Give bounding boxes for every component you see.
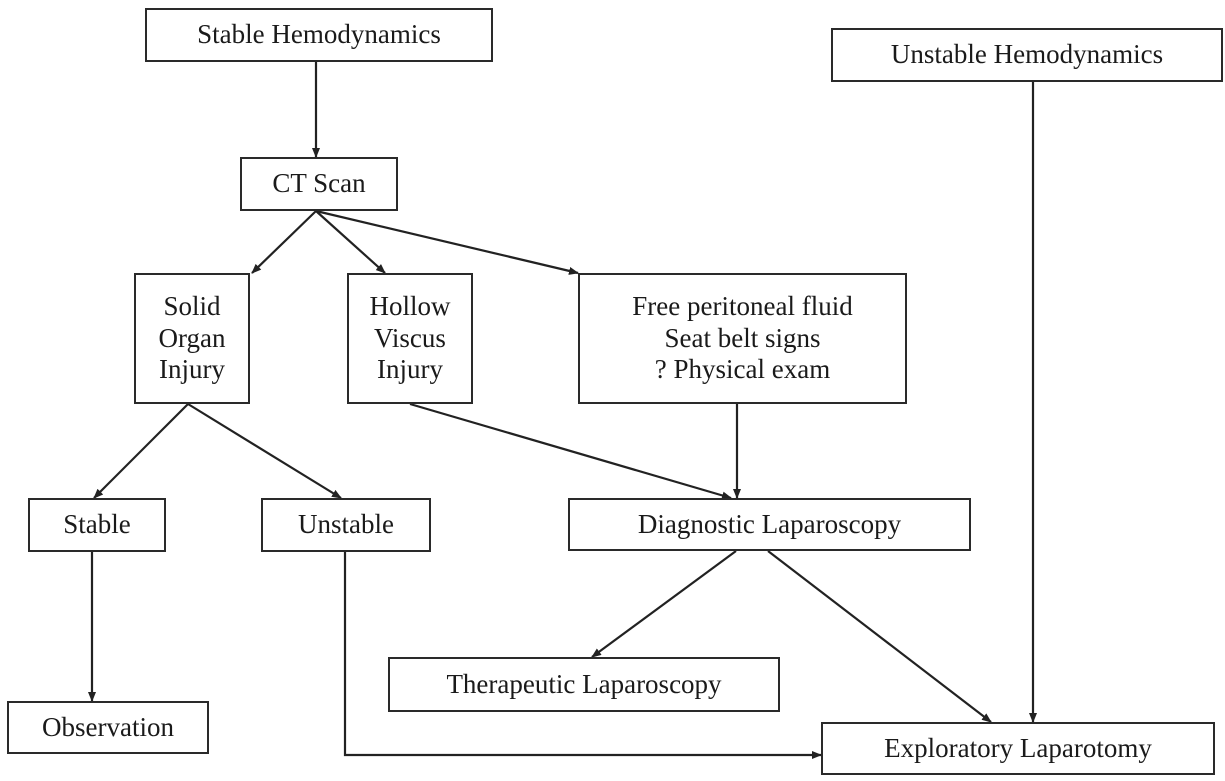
node-unstable-hemodynamics: Unstable Hemodynamics bbox=[831, 28, 1223, 82]
node-label-line: Viscus bbox=[374, 322, 446, 353]
node-label-line: Observation bbox=[42, 711, 174, 742]
arrow-diag-lap-to-expl-lap bbox=[767, 550, 992, 723]
node-label-line: Stable bbox=[63, 509, 131, 540]
node-label-line: Organ bbox=[158, 322, 226, 353]
node-label-line: ? Physical exam bbox=[654, 354, 831, 385]
node-label-line: Diagnostic Laparoscopy bbox=[637, 508, 902, 539]
node-stable-hemodynamics: Stable Hemodynamics bbox=[145, 8, 493, 62]
node-label-line: Unstable bbox=[298, 509, 394, 540]
node-ct-scan: CT Scan bbox=[240, 157, 398, 211]
node-label-line: Therapeutic Laparoscopy bbox=[446, 668, 722, 699]
arrow-unstable-to-expl-lap bbox=[343, 552, 822, 759]
arrow-solid-organ-to-unstable bbox=[187, 403, 342, 499]
node-unstable: Unstable bbox=[261, 498, 431, 552]
node-label-line: Stable Hemodynamics bbox=[197, 19, 441, 50]
node-label-line: Injury bbox=[377, 354, 443, 385]
arrow-ct-scan-to-hollow-viscus bbox=[315, 210, 386, 274]
arrow-diag-lap-to-ther-lap bbox=[591, 550, 737, 658]
node-label-line: CT Scan bbox=[272, 168, 366, 199]
node-observation: Observation bbox=[7, 701, 209, 754]
node-label-line: Hollow bbox=[369, 290, 451, 321]
node-diagnostic-laparoscopy: Diagnostic Laparoscopy bbox=[568, 498, 971, 551]
node-label-line: Solid bbox=[163, 290, 221, 321]
node-label-line: Unstable Hemodynamics bbox=[890, 39, 1164, 70]
arrow-ct-scan-to-solid-organ bbox=[251, 210, 317, 274]
node-label-line: Injury bbox=[159, 354, 225, 385]
arrow-ct-scan-to-free-fluid bbox=[315, 209, 579, 275]
node-therapeutic-laparoscopy: Therapeutic Laparoscopy bbox=[388, 657, 780, 712]
node-label-line: Seat belt signs bbox=[664, 322, 821, 353]
node-label-line: Exploratory Laparotomy bbox=[884, 732, 1152, 763]
node-stable: Stable bbox=[28, 498, 166, 552]
node-label-line: Free peritoneal fluid bbox=[632, 290, 853, 321]
arrow-solid-organ-to-stable bbox=[93, 403, 189, 499]
node-exploratory-laparotomy: Exploratory Laparotomy bbox=[821, 722, 1215, 775]
arrow-hollow-viscus-to-diag-lap bbox=[409, 402, 732, 500]
